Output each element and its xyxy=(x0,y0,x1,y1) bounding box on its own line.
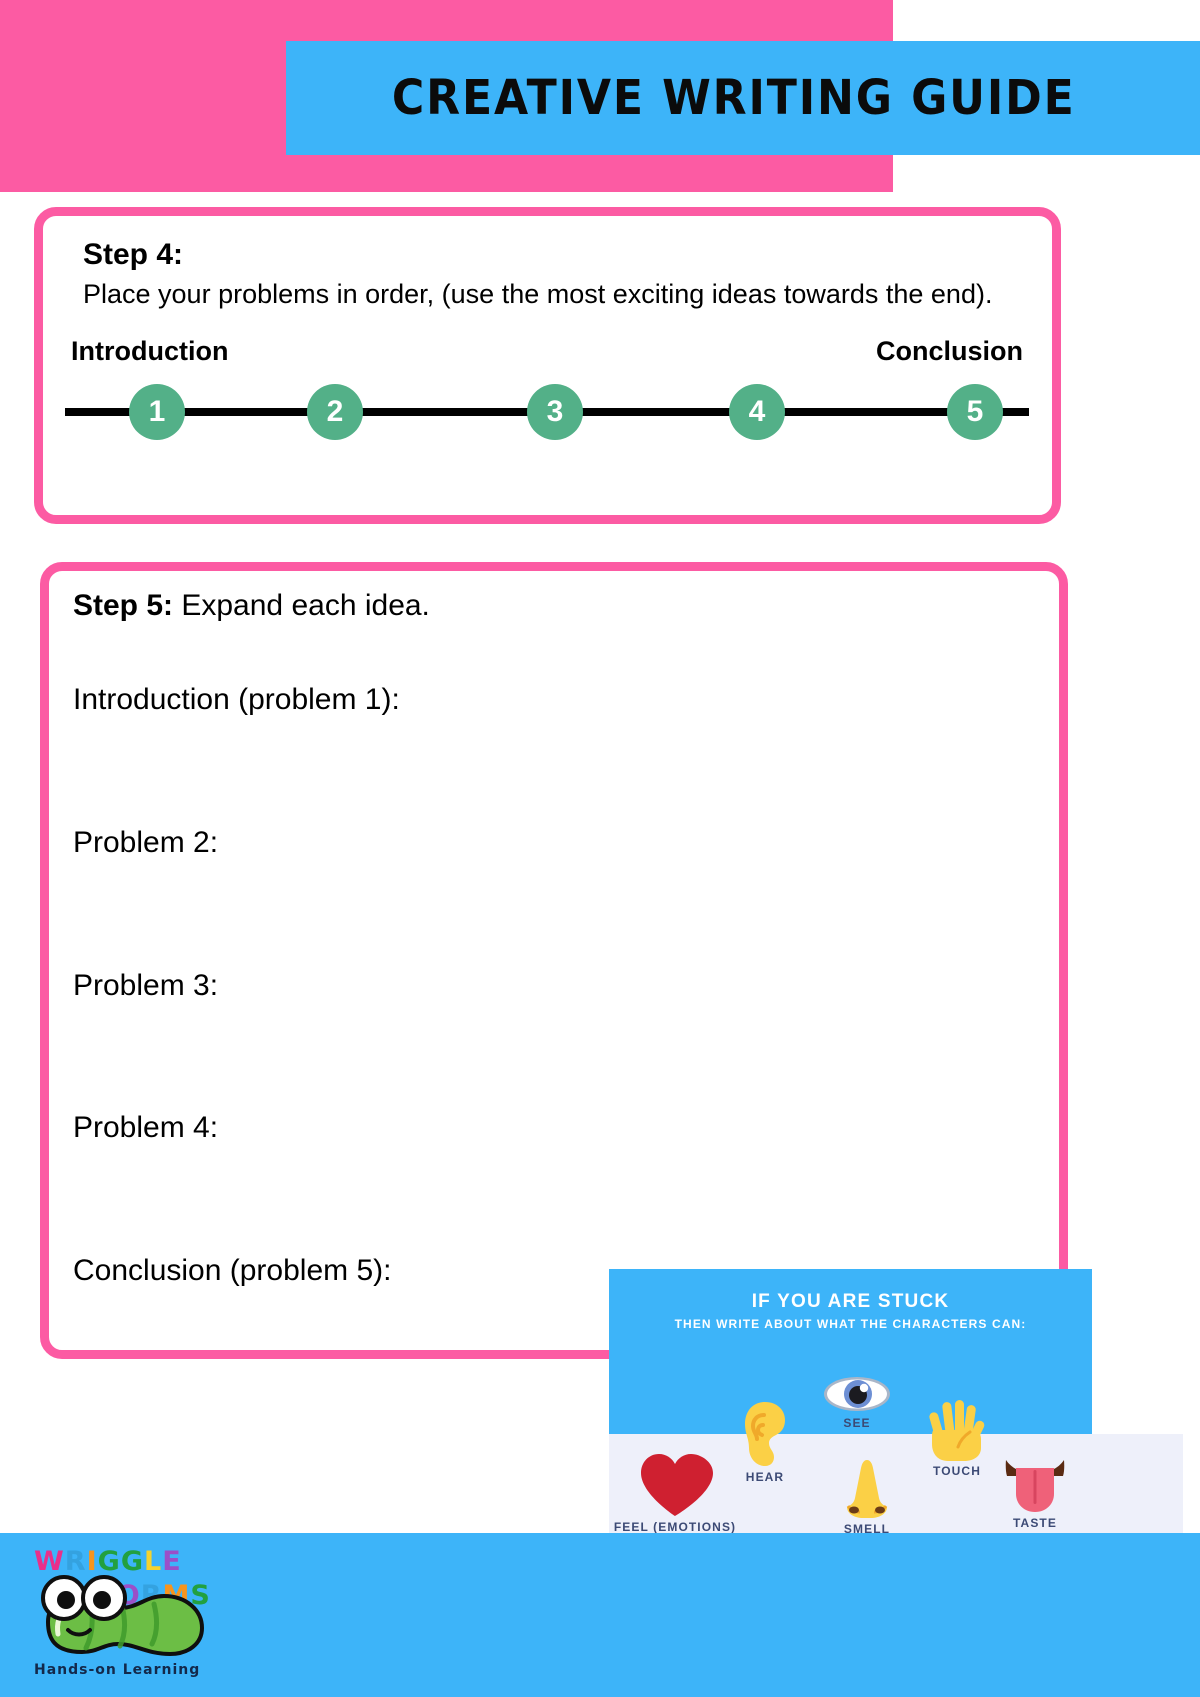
timeline-node-5[interactable]: 5 xyxy=(947,384,1003,440)
stuck-panel-subtitle: THEN WRITE ABOUT WHAT THE CHARACTERS CAN… xyxy=(674,1317,1027,1331)
sense-see-label: SEE xyxy=(843,1416,871,1430)
sense-taste-label: TASTE xyxy=(1013,1516,1057,1530)
logo-letter: G xyxy=(97,1546,121,1577)
step-5-label: Step 5: xyxy=(73,589,174,622)
timeline-left-label: Introduction xyxy=(71,336,229,366)
nose-icon xyxy=(792,1458,942,1520)
logo-letter: L xyxy=(143,1546,163,1577)
worm-mascot-icon xyxy=(41,1575,204,1656)
sense-see: SEE xyxy=(782,1374,932,1430)
step-5-title-rest: Expand each idea. xyxy=(173,589,430,622)
hand-icon xyxy=(882,1396,1032,1462)
sense-touch: TOUCH xyxy=(882,1396,1032,1478)
header-blue-block xyxy=(286,41,1200,155)
problem-order-timeline: Introduction Conclusion 1 2 3 4 5 xyxy=(65,336,1029,446)
sense-taste: TASTE xyxy=(960,1456,1110,1530)
sense-smell-label: SMELL xyxy=(843,1522,891,1536)
prompt-problem-3[interactable]: Problem 3: xyxy=(73,969,219,1002)
prompt-problem-2[interactable]: Problem 2: xyxy=(73,826,219,859)
logo-letter: W xyxy=(34,1546,65,1577)
logo-letter: I xyxy=(86,1546,98,1577)
timeline-node-4[interactable]: 4 xyxy=(729,384,785,440)
brand-logo: WRIGGLE WORMS Hands-on Learning xyxy=(28,1544,228,1690)
logo-letter: R xyxy=(64,1546,87,1577)
sense-hear: HEAR xyxy=(690,1400,840,1484)
timeline-node-1[interactable]: 1 xyxy=(129,384,185,440)
heart-icon xyxy=(600,1452,750,1518)
tongue-icon xyxy=(960,1456,1110,1514)
eye-icon xyxy=(782,1374,932,1414)
sense-smell: SMELL xyxy=(792,1458,942,1536)
prompt-introduction[interactable]: Introduction (problem 1): xyxy=(73,683,400,716)
sense-hear-label: HEAR xyxy=(745,1470,785,1484)
page-title: CREATIVE WRITING GUIDE xyxy=(391,70,1076,126)
prompt-problem-4[interactable]: Problem 4: xyxy=(73,1111,219,1144)
timeline-node-3[interactable]: 3 xyxy=(527,384,583,440)
step-4-subtitle: Place your problems in order, (use the m… xyxy=(83,279,993,309)
logo-letter: S xyxy=(190,1580,211,1611)
logo-tagline: Hands-on Learning xyxy=(34,1662,201,1678)
prompt-conclusion[interactable]: Conclusion (problem 5): xyxy=(73,1254,392,1287)
logo-letter: G xyxy=(120,1546,144,1577)
stuck-panel-title: IF YOU ARE STUCK xyxy=(751,1291,950,1312)
step-5-card: Step 5: Expand each idea. Introduction (… xyxy=(40,562,1068,1359)
step-5-title: Step 5: Expand each idea. xyxy=(73,589,430,622)
logo-letter: E xyxy=(162,1546,182,1577)
sense-feel: FEEL (EMOTIONS) xyxy=(600,1452,750,1534)
logo-word-wriggle: WRIGGLE xyxy=(34,1546,182,1577)
sense-feel-label: FEEL (EMOTIONS) xyxy=(613,1520,737,1534)
timeline-node-2[interactable]: 2 xyxy=(307,384,363,440)
sense-touch-label: TOUCH xyxy=(933,1464,981,1478)
step-4-card: Step 4: Place your problems in order, (u… xyxy=(34,207,1061,524)
step-4-title: Step 4: xyxy=(83,238,184,271)
ear-icon xyxy=(690,1400,840,1468)
timeline-right-label: Conclusion xyxy=(876,336,1023,366)
